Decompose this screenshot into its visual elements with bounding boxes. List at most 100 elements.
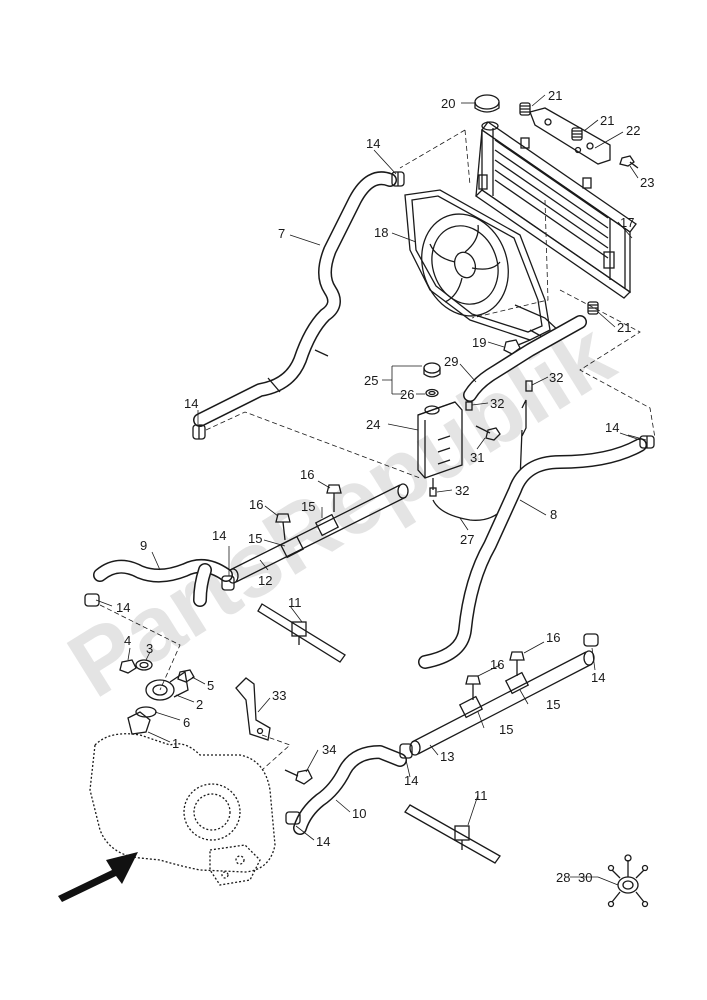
clip-28-30	[607, 854, 649, 908]
callout-leader-lines	[95, 94, 647, 886]
callout-14-pipe-right: 14	[591, 670, 605, 685]
reservoir-cap-25	[423, 362, 441, 378]
hose-clamp-14-h	[583, 633, 599, 647]
callout-25: 25	[364, 373, 378, 388]
callout-14-bottom: 14	[316, 834, 330, 849]
callout-23: 23	[640, 175, 654, 190]
callout-17: 17	[620, 215, 634, 230]
bolt-5	[177, 669, 195, 683]
hose-clamp-14-e	[84, 593, 100, 607]
bracket-33	[235, 677, 271, 741]
radiator-17	[474, 121, 637, 299]
hose-clamp-14-f	[399, 743, 413, 759]
callout-32-middle: 32	[490, 396, 504, 411]
callout-10: 10	[352, 806, 366, 821]
callout-32-lower: 32	[455, 483, 469, 498]
callout-29: 29	[444, 354, 458, 369]
callout-19: 19	[472, 335, 486, 350]
callout-30: 30	[578, 870, 592, 885]
callout-31: 31	[470, 450, 484, 465]
callout-16-right: 16	[546, 630, 560, 645]
water-hose-10	[293, 745, 407, 835]
water-pipe-13	[409, 650, 595, 756]
callout-22: 22	[626, 123, 640, 138]
callout-32-top: 32	[549, 370, 563, 385]
watermark-text: PartsRepublik	[52, 302, 631, 717]
callout-21-lower: 21	[617, 320, 631, 335]
callout-15-left: 15	[248, 531, 262, 546]
callout-2: 2	[196, 697, 203, 712]
radiator-hose-7	[193, 171, 397, 427]
radiator-cap-20	[474, 94, 500, 131]
callout-8: 8	[550, 507, 557, 522]
thermostat-3	[135, 659, 153, 671]
callout-27: 27	[460, 532, 474, 547]
hose-clamp-14-b	[192, 424, 206, 440]
coolant-reservoir-24	[417, 401, 463, 490]
callout-33: 33	[272, 688, 286, 703]
callout-24: 24	[366, 417, 380, 432]
callout-7: 7	[278, 226, 285, 241]
clip-32-c	[429, 487, 437, 497]
callout-14-top: 14	[366, 136, 380, 151]
callout-20: 20	[441, 96, 455, 111]
callout-11-upper: 11	[288, 595, 302, 610]
callout-15-right: 15	[546, 697, 560, 712]
callout-12: 12	[258, 573, 272, 588]
callout-labels: 20 21 21 22 23 14 7 18 17 21 19 29 32 25…	[116, 88, 654, 885]
bolt-4	[119, 659, 137, 674]
callout-13: 13	[440, 749, 454, 764]
bolt-34	[284, 769, 313, 785]
hose-clamp-14-a	[391, 171, 405, 187]
callout-26: 26	[400, 387, 414, 402]
callout-34: 34	[322, 742, 336, 757]
rubber-damper-21-c	[587, 301, 599, 315]
callout-14-clamp-left: 14	[116, 600, 130, 615]
clip-32-b	[465, 401, 473, 411]
callout-21-middle: 21	[600, 113, 614, 128]
callout-16-lower: 16	[490, 657, 504, 672]
callout-1: 1	[172, 736, 179, 751]
callout-15-upper: 15	[301, 499, 315, 514]
engine-block	[89, 733, 276, 886]
hose-clamp-14-g	[285, 811, 301, 825]
callout-18: 18	[374, 225, 388, 240]
callout-14-left: 14	[184, 396, 198, 411]
water-hose-9	[93, 559, 233, 607]
callout-6: 6	[183, 715, 190, 730]
rubber-damper-21-a	[519, 102, 531, 116]
hose-29	[463, 315, 587, 402]
rubber-damper-21-b	[571, 127, 583, 141]
bolt-16-b	[326, 484, 342, 512]
callout-14-middle: 14	[212, 528, 226, 543]
bolt-31	[475, 425, 501, 441]
bolt-16-c	[465, 675, 481, 700]
direction-arrow	[58, 852, 138, 902]
hose-clamp-14-c	[639, 435, 655, 449]
callout-5: 5	[207, 678, 214, 693]
clip-32-a	[525, 380, 533, 392]
callout-11-lower: 11	[474, 788, 488, 803]
gasket-26	[425, 388, 439, 398]
callout-28: 28	[556, 870, 570, 885]
bolt-23	[619, 155, 639, 169]
cable-tie-11-a	[257, 603, 346, 663]
bolt-16-a	[275, 513, 291, 541]
water-pump-cover-1	[127, 711, 151, 735]
callout-14-right: 14	[605, 420, 619, 435]
callout-3: 3	[146, 641, 153, 656]
callout-21-upper: 21	[548, 88, 562, 103]
callout-16-left: 16	[249, 497, 263, 512]
callout-9: 9	[140, 538, 147, 553]
callout-4: 4	[124, 633, 131, 648]
hose-clamp-14-d	[221, 575, 235, 591]
callout-14-pipe-left: 14	[404, 773, 418, 788]
radiator-hose-8	[418, 438, 647, 669]
cable-tie-11-b	[404, 804, 501, 864]
assembly-guide-lines	[99, 129, 656, 771]
callout-16-upper: 16	[300, 467, 314, 482]
bolt-16-d	[509, 651, 525, 676]
callout-15-lower: 15	[499, 722, 513, 737]
